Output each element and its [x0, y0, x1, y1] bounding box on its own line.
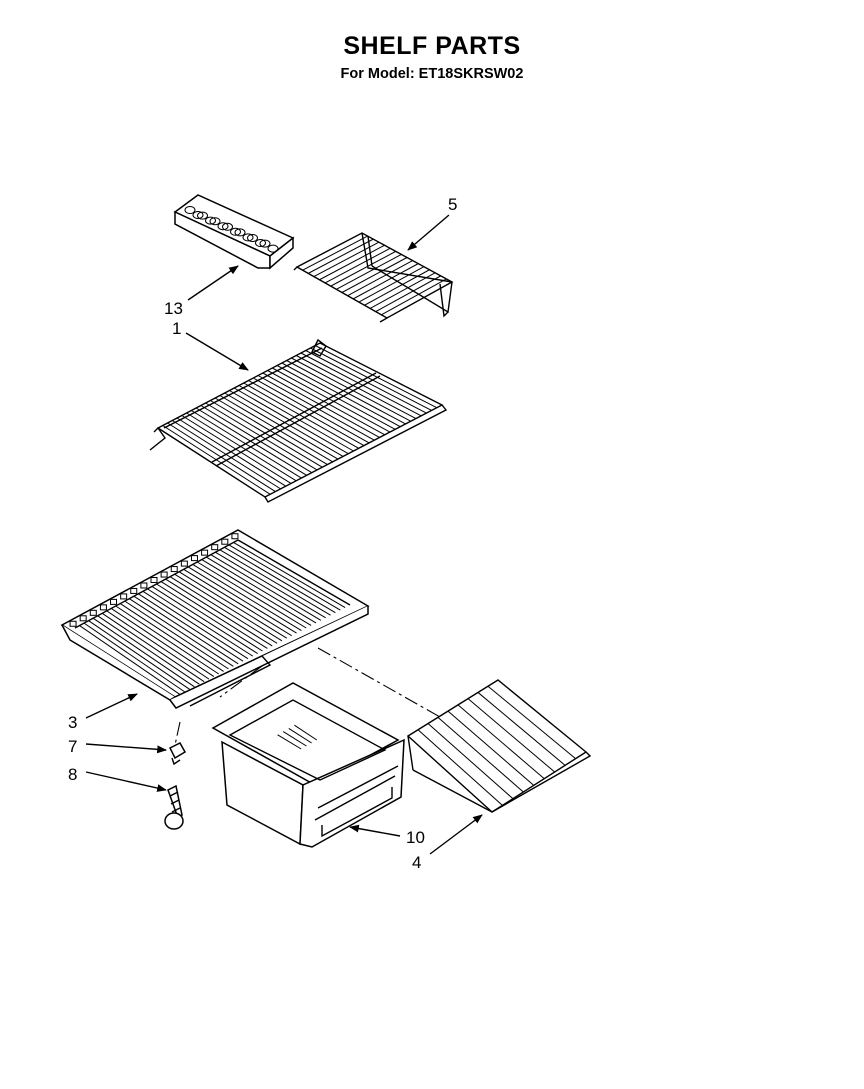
- leader-line-3: [85, 693, 138, 719]
- callout-7: 7: [68, 737, 77, 756]
- leader-line-8: [85, 771, 167, 792]
- wire-basket-part: [406, 679, 592, 813]
- clip-part: [168, 742, 187, 766]
- crisper-drawer-part: [211, 682, 405, 848]
- leader-line-7: [85, 743, 167, 754]
- callout-13: 13: [164, 299, 183, 318]
- callout-3: 3: [68, 713, 77, 732]
- assembly-line: [219, 665, 263, 698]
- model-subtitle: For Model: ET18SKRSW02: [340, 66, 524, 82]
- callout-8: 8: [68, 765, 77, 784]
- callout-4: 4: [412, 853, 421, 872]
- assembly-line: [174, 721, 181, 746]
- leader-line-4: [429, 814, 483, 855]
- large-wire-shelf-part: [149, 338, 448, 503]
- page-title: SHELF PARTS: [343, 32, 521, 60]
- leader-line-1: [185, 332, 249, 371]
- leader-line-10: [349, 824, 401, 837]
- assembly-line: [317, 647, 441, 718]
- callout-10: 10: [406, 828, 425, 847]
- callout-5: 5: [448, 195, 457, 214]
- callout-1: 1: [172, 319, 181, 338]
- support-post-part: [164, 784, 184, 830]
- small-wire-shelf-part: [293, 232, 454, 323]
- crisper-cover-shelf-part: [60, 529, 370, 709]
- leader-line-13: [187, 265, 239, 301]
- ice-cube-tray-part: [173, 194, 295, 270]
- leader-line-5: [407, 214, 450, 251]
